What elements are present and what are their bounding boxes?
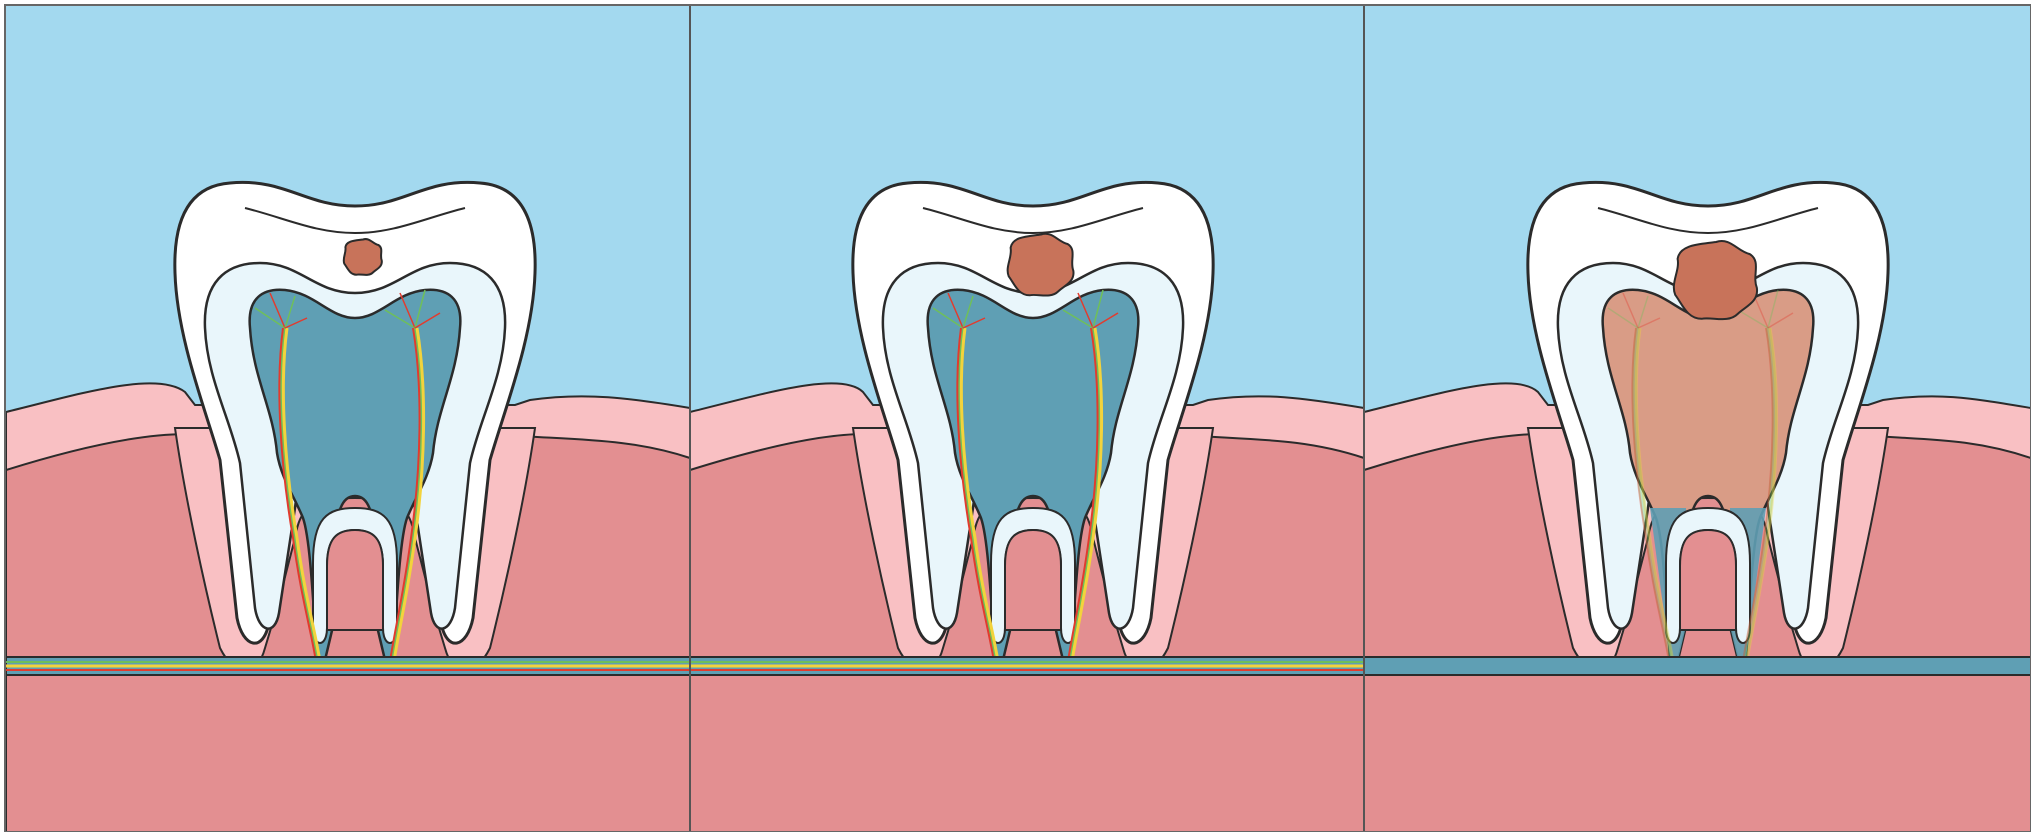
nerve-bundle bbox=[1364, 657, 2031, 675]
tooth bbox=[853, 182, 1213, 670]
decay-cavity bbox=[1674, 241, 1757, 319]
nerve-canal bbox=[1364, 657, 2031, 675]
panel-stage-1 bbox=[6, 6, 690, 832]
bone-between-roots bbox=[1680, 530, 1736, 630]
panel-stage-2 bbox=[690, 6, 1364, 832]
tooth bbox=[175, 182, 535, 670]
bone-between-roots bbox=[327, 530, 383, 630]
tooth bbox=[1528, 182, 1888, 670]
nerve-bundle bbox=[690, 657, 1364, 675]
nerve-bundle bbox=[6, 657, 690, 675]
decay-cavity bbox=[344, 239, 382, 275]
decay-cavity bbox=[1008, 234, 1074, 296]
panel-stage-3 bbox=[1364, 6, 2031, 832]
bone-between-roots bbox=[1005, 530, 1061, 630]
